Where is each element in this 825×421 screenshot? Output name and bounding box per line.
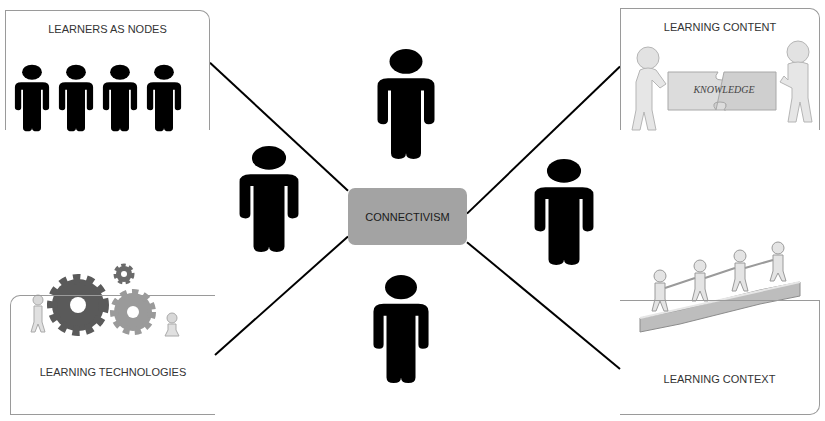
- concept-panel: LEARNING TECHNOLOGIES: [10, 295, 215, 415]
- connector-line: [467, 242, 620, 369]
- learner-icon: [240, 146, 299, 252]
- learner-icon: [15, 65, 49, 132]
- connector-line: [215, 236, 348, 355]
- concept-panel: LEARNING CONTENT: [620, 8, 820, 130]
- concept-panel: LEARNERS AS NODES: [5, 10, 210, 130]
- concept-title: LEARNING CONTEXT: [664, 373, 776, 385]
- learner-icon: [103, 65, 137, 132]
- concept-title: LEARNERS AS NODES: [48, 23, 167, 35]
- learner-icon: [59, 65, 93, 132]
- learner-icon: [373, 275, 428, 383]
- teamwork-illustration: [640, 242, 800, 332]
- learner-icon: [535, 159, 594, 265]
- puzzle-illustration: [632, 41, 812, 130]
- concept-panel: LEARNING CONTEXT: [620, 300, 820, 415]
- center-concept-box: CONNECTIVISM: [348, 188, 467, 245]
- illustration-label: KNOWLEDGE: [676, 84, 772, 95]
- connector-line: [210, 63, 348, 191]
- gears-illustration: [31, 266, 179, 336]
- concept-title: LEARNING CONTENT: [664, 21, 776, 33]
- connector-line: [467, 67, 620, 214]
- concept-title: LEARNING TECHNOLOGIES: [40, 366, 187, 378]
- learner-icon: [378, 49, 435, 159]
- learner-icon: [147, 65, 181, 132]
- concept-title: CONNECTIVISM: [365, 211, 449, 223]
